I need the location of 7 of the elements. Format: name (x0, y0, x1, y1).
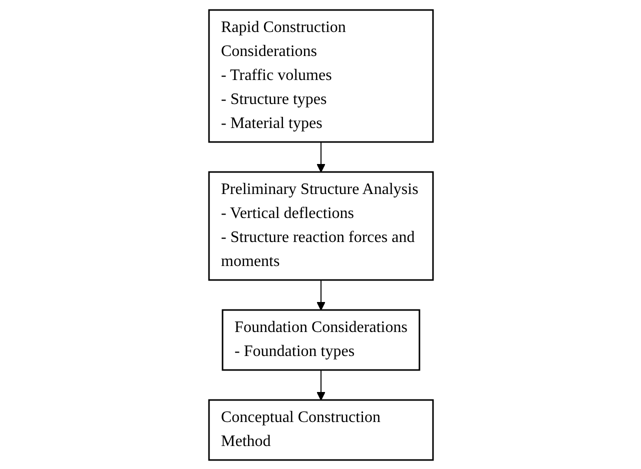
arrow (316, 141, 325, 172)
arrow (316, 279, 325, 310)
arrow (316, 369, 325, 400)
node-box: Preliminary Structure Analysis - Vertical deflections - Structure reaction forces and moments (208, 170, 434, 280)
node-box: Conceptual Construction Method (208, 398, 434, 460)
node-box: Foundation Considerations - Foundation types (221, 308, 420, 370)
node-box: Rapid Construction Considerations - Traffic volumes - Structure types - Material types (208, 8, 434, 142)
